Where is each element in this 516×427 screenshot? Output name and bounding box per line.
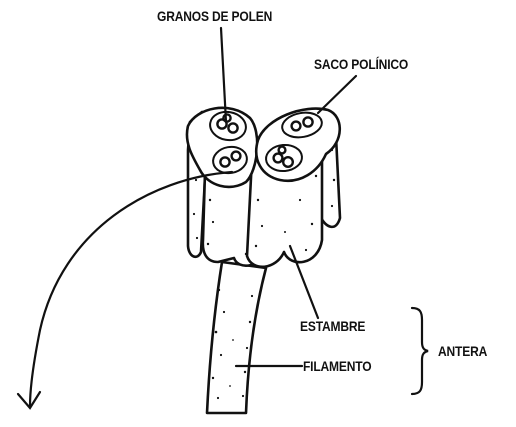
pollen-sac-label: SACO POLÍNICO (314, 56, 408, 72)
pollen-sac-leader (318, 76, 356, 113)
filament-label: FILAMENTO (303, 358, 371, 374)
anther-bracket (412, 308, 428, 394)
pollen-grains-label: GRANOS DE POLEN (157, 8, 272, 24)
stamen-label: ESTAMBRE (300, 318, 365, 334)
filament-drawing (207, 262, 266, 413)
anther-label: ANTERA (438, 343, 487, 359)
